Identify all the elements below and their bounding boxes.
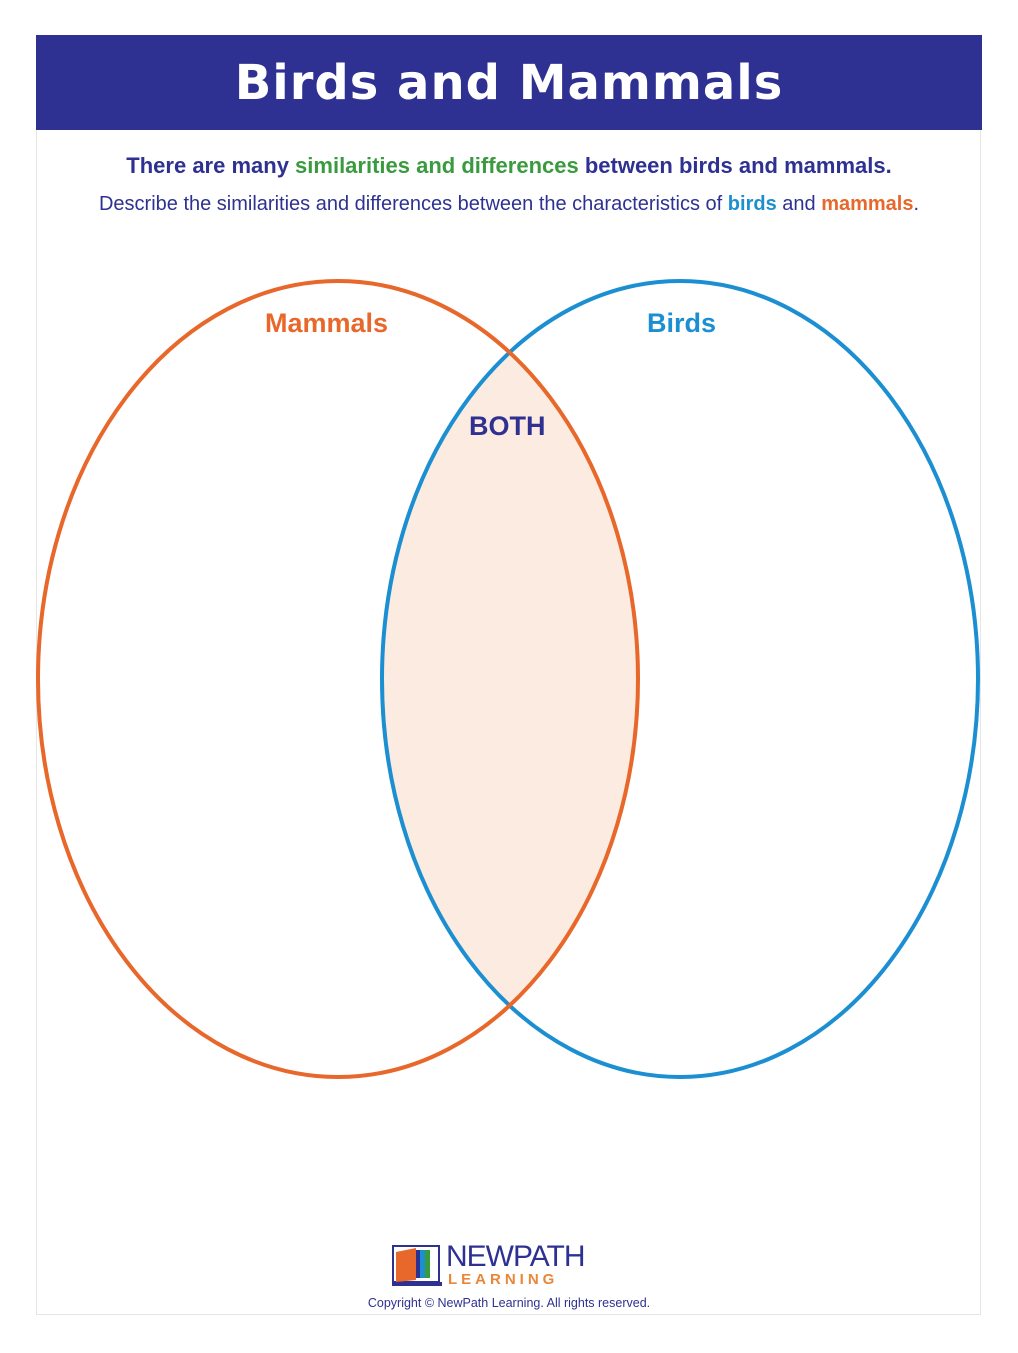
instruction-mammals: mammals (821, 193, 914, 215)
instruction-text: and (776, 193, 822, 215)
both-label: BOTH (469, 411, 546, 441)
book-icon (392, 1245, 442, 1286)
copyright: Copyright © NewPath Learning. All rights… (367, 1296, 651, 1310)
title-banner: Birds and Mammals (36, 35, 982, 130)
overlap-region (382, 281, 638, 1077)
intro-line-1: There are many similarities and differen… (0, 153, 1018, 179)
mammals-circle (36, 279, 640, 1079)
birds-circle (380, 279, 980, 1079)
intro-highlight: similarities and differences (295, 153, 579, 178)
birds-label: Birds (647, 308, 717, 338)
logo-subtext: LEARNING (448, 1271, 559, 1288)
intro-text: There are many (126, 153, 296, 178)
instruction-text: . (913, 193, 920, 215)
page-title: Birds and Mammals (234, 54, 784, 111)
instruction-birds: birds (727, 193, 777, 215)
intro-line-2: Describe the similarities and difference… (0, 193, 1018, 216)
intro-text: between birds and mammals. (578, 153, 892, 178)
instruction-text: Describe the similarities and difference… (98, 193, 728, 215)
newpath-logo: NEWPATH LEARNING (392, 1240, 602, 1290)
logo-text: NEWPATH (446, 1240, 586, 1273)
mammals-label: Mammals (265, 308, 389, 338)
